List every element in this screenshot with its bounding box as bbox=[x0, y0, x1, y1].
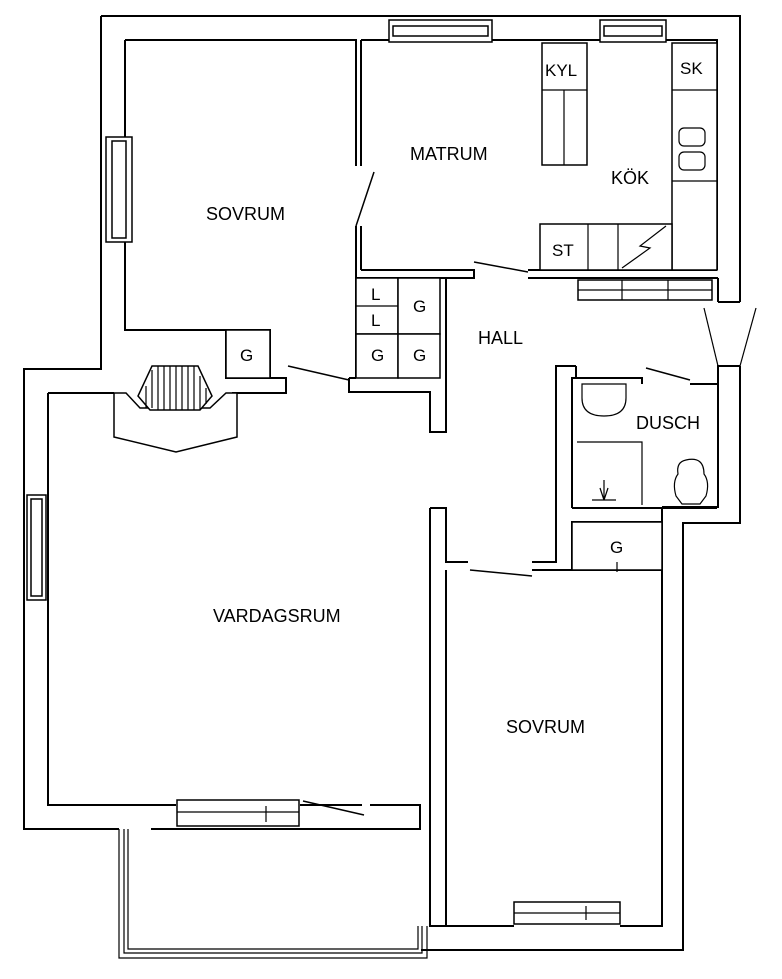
fixture-label-l-lower: L bbox=[371, 311, 380, 330]
fireplace-hatching bbox=[145, 366, 207, 410]
floor-drain-icon bbox=[592, 480, 616, 501]
fixture-label-sk: SK bbox=[680, 59, 703, 78]
room-labels: SOVRUM MATRUM KÖK HALL DUSCH VARDAGSRUM … bbox=[206, 144, 700, 737]
windows bbox=[26, 19, 757, 925]
fixture-label-g-sovrum-1: G bbox=[240, 346, 253, 365]
room-label-hall: HALL bbox=[478, 328, 523, 348]
fixture-label-g-hall-bottom-left: G bbox=[371, 346, 384, 365]
fixture-label-kyl: KYL bbox=[545, 61, 577, 80]
room-label-sovrum-2: SOVRUM bbox=[506, 717, 585, 737]
fixture-label-g-sovrum-2: G bbox=[610, 538, 623, 557]
room-label-dusch: DUSCH bbox=[636, 413, 700, 433]
fixture-label-l-upper: L bbox=[371, 285, 380, 304]
doors bbox=[287, 171, 691, 816]
fixture-label-g-hall-bottom-right: G bbox=[413, 346, 426, 365]
fixtures bbox=[113, 42, 718, 572]
room-label-sovrum-1: SOVRUM bbox=[206, 204, 285, 224]
room-label-matrum: MATRUM bbox=[410, 144, 488, 164]
room-label-kok: KÖK bbox=[611, 168, 649, 188]
fixture-label-g-hall-top: G bbox=[413, 297, 426, 316]
fixture-label-st: ST bbox=[552, 241, 574, 260]
room-label-vardagsrum: VARDAGSRUM bbox=[213, 606, 341, 626]
fixture-labels: KYL SK ST L L G G G G G bbox=[240, 59, 703, 557]
